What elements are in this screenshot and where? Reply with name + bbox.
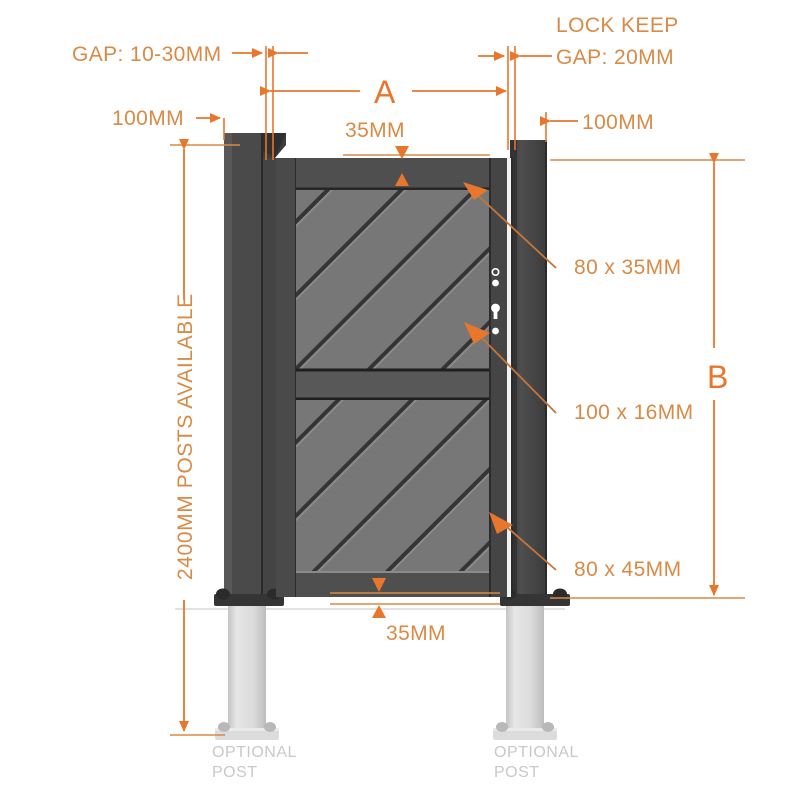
optional-post-left-label: OPTIONAL POST [212,744,297,781]
callout-bottom-rail-section: 80 x 45MM [489,512,681,581]
gate-top-rail [296,158,490,190]
dimension-top-rail: 35MM [343,119,490,186]
dimension-posts-available: 2400MM POSTS AVAILABLE [170,139,240,736]
callout-stile-label: 100 x 16MM [574,401,694,424]
optional-post-right [493,605,557,740]
callout-bottom-rail-label: 80 x 45MM [574,558,681,581]
callout-top-rail-section: 80 x 35MM [463,182,681,279]
dimension-b: B [550,153,745,599]
callout-top-rail-label: 80 x 35MM [574,256,681,279]
lock-screw-lower-icon [492,327,499,335]
keyhole-icon [491,303,500,319]
dimension-post-right-width: 100MM [540,111,654,142]
dimension-post-left-width: 100MM [112,107,225,140]
gate-mid-rail [296,370,490,400]
gap-left-label: GAP: 10-30MM [72,43,222,66]
svg-text:OPTIONAL: OPTIONAL [494,744,579,761]
post-right-width-label: 100MM [582,111,654,134]
callout-stile-section: 100 x 16MM [464,322,694,424]
post-left-width-label: 100MM [112,107,184,130]
lock-hardware [491,267,500,335]
optional-post-left [215,605,279,740]
dimension-b-label: B [707,359,728,395]
dimension-lock-keep-gap: LOCK KEEP GAP: 20MM [478,14,679,150]
lock-keep-label-line1: LOCK KEEP [556,14,679,37]
svg-text:POST: POST [212,764,258,781]
gate-lower-panel [296,400,490,572]
dimension-gap-left: GAP: 10-30MM [72,43,308,160]
gate-leaf [276,158,513,597]
lock-keep-label-line2: GAP: 20MM [556,46,674,69]
svg-text:POST: POST [494,764,540,781]
dimension-a: A [260,74,507,110]
top-rail-label: 35MM [345,119,405,142]
lock-screw-upper-icon [491,267,500,276]
svg-text:OPTIONAL: OPTIONAL [212,744,297,761]
lock-screw-mid-icon [492,279,499,287]
gate-post-right [500,140,570,606]
gate-lock-stile [490,158,512,597]
gate-post-left [214,133,286,606]
optional-post-right-label: OPTIONAL POST [494,744,579,781]
dimension-a-label: A [374,74,396,110]
gate-upper-panel [296,190,490,370]
posts-available-label: 2400MM POSTS AVAILABLE [174,293,197,580]
bottom-rail-label: 35MM [386,622,446,645]
dimension-bottom-rail: 35MM [330,578,500,645]
gate-hinge-stile [276,158,296,597]
